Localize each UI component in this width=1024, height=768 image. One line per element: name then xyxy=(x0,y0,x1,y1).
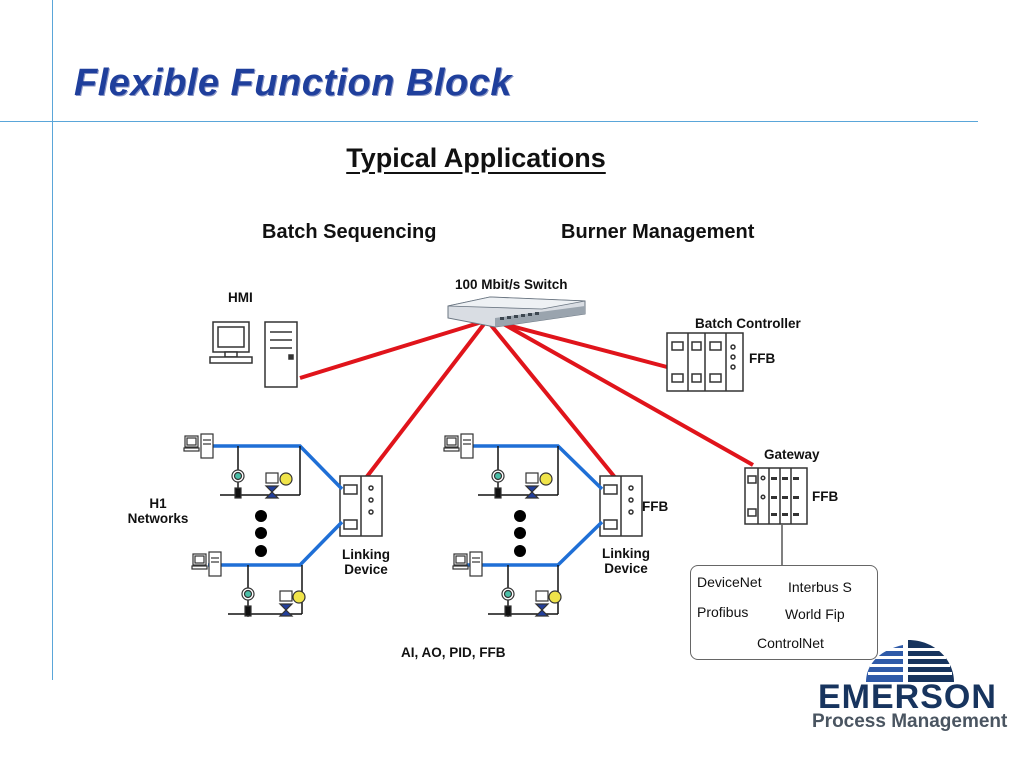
linking-device-right-label-line1: Linking xyxy=(602,546,650,561)
ethernet-link-linking-right xyxy=(488,322,624,488)
protocol-world-fip: World Fip xyxy=(785,606,845,622)
linking-device-right-ffb-label: FFB xyxy=(642,499,669,514)
emerson-logo-subtitle: Process Management xyxy=(812,711,1008,732)
linking-device-right-icon xyxy=(599,475,643,537)
protocol-profibus: Profibus xyxy=(697,604,749,620)
hmi-label: HMI xyxy=(228,290,253,305)
protocol-devicenet: DeviceNet xyxy=(697,574,762,590)
hmi-workstation-icon xyxy=(209,321,298,388)
emerson-globe-icon xyxy=(866,640,954,682)
function-blocks-label: AI, AO, PID, FFB xyxy=(401,645,506,660)
field-device-icons xyxy=(231,469,562,617)
h1-networks-label-line1: H1 xyxy=(149,496,167,511)
h1-segments xyxy=(208,444,604,567)
protocols-box xyxy=(690,565,878,660)
linking-device-left-label: Linking Device xyxy=(330,547,402,577)
ethernet-link-batch-controller xyxy=(495,320,668,369)
h1-networks-label: H1 Networks xyxy=(118,496,198,526)
application-burner-management: Burner Management xyxy=(561,221,755,243)
batch-controller-rack-icon xyxy=(666,332,744,392)
ethernet-links xyxy=(299,320,754,488)
more-segments-dots xyxy=(255,510,526,557)
linking-device-left-label-line1: Linking xyxy=(342,547,390,562)
switch-label: 100 Mbit/s Switch xyxy=(455,277,568,292)
slide-subtitle: Typical Applications xyxy=(346,143,606,173)
protocol-controlnet: ControlNet xyxy=(757,635,824,651)
switch-icon xyxy=(447,296,586,328)
h1-networks-label-line2: Networks xyxy=(127,511,189,526)
ethernet-link-gateway xyxy=(499,320,754,467)
ethernet-link-linking-left xyxy=(360,322,486,485)
gateway-rack-icon xyxy=(744,467,808,525)
gateway-label: Gateway xyxy=(764,447,820,462)
application-batch-sequencing: Batch Sequencing xyxy=(262,221,437,243)
linking-device-left-icon xyxy=(339,475,383,537)
linking-device-left-label-line2: Device xyxy=(344,562,388,577)
slide-title: Flexible Function Block xyxy=(74,62,512,104)
h1-host-icons xyxy=(183,433,483,577)
batch-controller-ffb-label: FFB xyxy=(749,351,776,366)
left-guide-line xyxy=(52,0,53,680)
batch-controller-label: Batch Controller xyxy=(695,316,801,331)
gateway-ffb-label: FFB xyxy=(812,489,839,504)
title-underline-rule xyxy=(0,121,978,122)
linking-device-right-label: Linking Device xyxy=(590,546,662,576)
linking-device-right-label-line2: Device xyxy=(604,561,648,576)
protocol-interbus-s: Interbus S xyxy=(788,579,852,595)
ethernet-link-hmi xyxy=(299,320,483,380)
emerson-logo-wordmark: EMERSON xyxy=(818,678,997,716)
